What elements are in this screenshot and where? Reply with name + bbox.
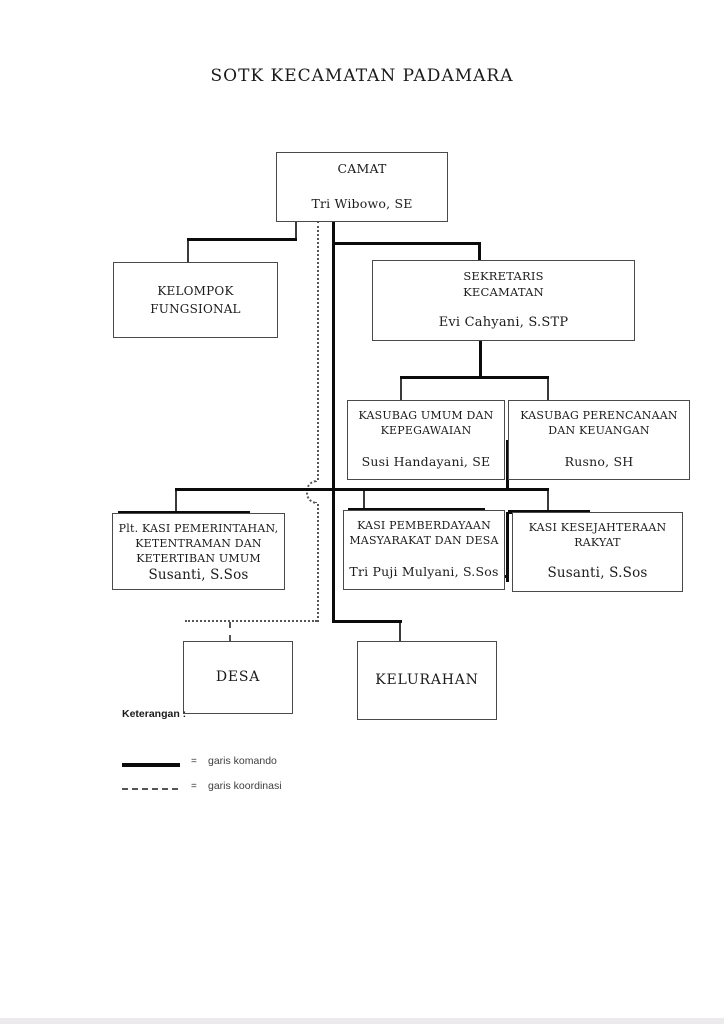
komando-line-kasi-row xyxy=(175,488,549,491)
org-box-sekretaris-kecamatan: SEKRETARIS KECAMATAN Evi Cahyani, S.STP xyxy=(372,260,635,341)
org-box-desa: DESA xyxy=(183,641,293,714)
koordinasi-desa-drop xyxy=(229,622,231,641)
connector-kasubag-umum-drop xyxy=(400,379,402,400)
org-box-title: CAMAT xyxy=(337,161,387,176)
legend-equals: = xyxy=(191,756,197,767)
connector-kasi-pemerintahan-drop xyxy=(175,491,177,513)
connector-kasi-kesejahteraan-drop xyxy=(547,491,549,512)
connector-kasubag-perencanaan-drop xyxy=(547,379,549,400)
org-box-kelurahan: KELURAHAN xyxy=(357,641,497,720)
koordinasi-line-lower xyxy=(317,504,319,622)
connector-camat-left-drop xyxy=(295,221,297,239)
connector-sekretaris-drop xyxy=(478,242,481,261)
org-box-kasi-pemerintahan: Plt. KASI PEMERINTAHAN, KETENTRAMAN DAN … xyxy=(112,513,285,590)
koordinasi-line-sample xyxy=(122,788,178,790)
legend-equals: = xyxy=(191,781,197,792)
komando-line-camat-kelompok xyxy=(187,238,297,241)
komando-line-kasubag-row xyxy=(400,376,549,379)
org-box-title: KELURAHAN xyxy=(375,672,479,689)
org-box-title: KASUBAG UMUM DAN KEPEGAWAIAN xyxy=(358,409,494,437)
org-box-title: SEKRETARIS KECAMATAN xyxy=(463,269,544,299)
koordinasi-line-hop xyxy=(306,480,317,504)
org-box-person: Tri Puji Mulyani, S.Sos xyxy=(349,564,499,579)
org-box-title: DESA xyxy=(215,669,261,686)
komando-line-sekretaris-drop xyxy=(479,341,482,379)
connector-kelurahan-drop xyxy=(399,623,401,641)
org-box-person: Susanti, S.Sos xyxy=(148,566,249,583)
legend-item-koordinasi: garis koordinasi xyxy=(208,780,282,792)
org-box-person: Tri Wibowo, SE xyxy=(311,196,413,211)
org-box-kasubag-perencanaan: KASUBAG PERENCANAAN DAN KEUANGAN Rusno, … xyxy=(508,400,690,480)
org-box-title: Plt. KASI PEMERINTAHAN, KETENTRAMAN DAN … xyxy=(118,522,279,565)
org-box-title: KASUBAG PERENCANAAN DAN KEUANGAN xyxy=(520,409,678,437)
org-box-kasubag-umum: KASUBAG UMUM DAN KEPEGAWAIAN Susi Handay… xyxy=(347,400,505,480)
komando-line-to-kelurahan xyxy=(332,620,402,623)
koordinasi-line-to-desa xyxy=(185,620,317,622)
org-box-person: Susi Handayani, SE xyxy=(361,454,491,469)
koordinasi-line-upper xyxy=(317,221,319,480)
page-title: SOTK KECAMATAN PADAMARA xyxy=(210,66,514,86)
org-box-kasi-kesejahteraan: KASI KESEJAHTERAAN RAKYAT Susanti, S.Sos xyxy=(512,512,683,592)
komando-line-between-kasubag xyxy=(506,440,509,490)
org-box-title: KASI KESEJAHTERAAN RAKYAT xyxy=(528,521,667,549)
page-edge xyxy=(0,1018,724,1024)
org-box-person: Evi Cahyani, S.STP xyxy=(438,315,569,330)
legend-item-komando: garis komando xyxy=(208,755,277,767)
komando-line-sample xyxy=(122,763,180,767)
legend-label: Keterangan : xyxy=(122,708,187,720)
komando-line-vertical-main xyxy=(332,221,335,622)
komando-line-between-kasi xyxy=(506,512,509,582)
connector-kelompok-drop xyxy=(187,241,189,263)
komando-line-camat-sekretaris xyxy=(333,242,481,245)
connector-kasi-pemberdayaan-drop xyxy=(363,491,365,510)
org-box-title: KELOMPOK FUNGSIONAL xyxy=(150,284,241,316)
org-box-kelompok-fungsional: KELOMPOK FUNGSIONAL xyxy=(113,262,278,338)
org-box-title: KASI PEMBERDAYAAN MASYARAKAT DAN DESA xyxy=(349,519,499,547)
org-box-person: Susanti, S.Sos xyxy=(547,565,648,581)
org-box-kasi-pemberdayaan: KASI PEMBERDAYAAN MASYARAKAT DAN DESA Tr… xyxy=(343,510,505,590)
org-box-person: Rusno, SH xyxy=(564,454,634,469)
org-box-camat: CAMAT Tri Wibowo, SE xyxy=(276,152,448,222)
